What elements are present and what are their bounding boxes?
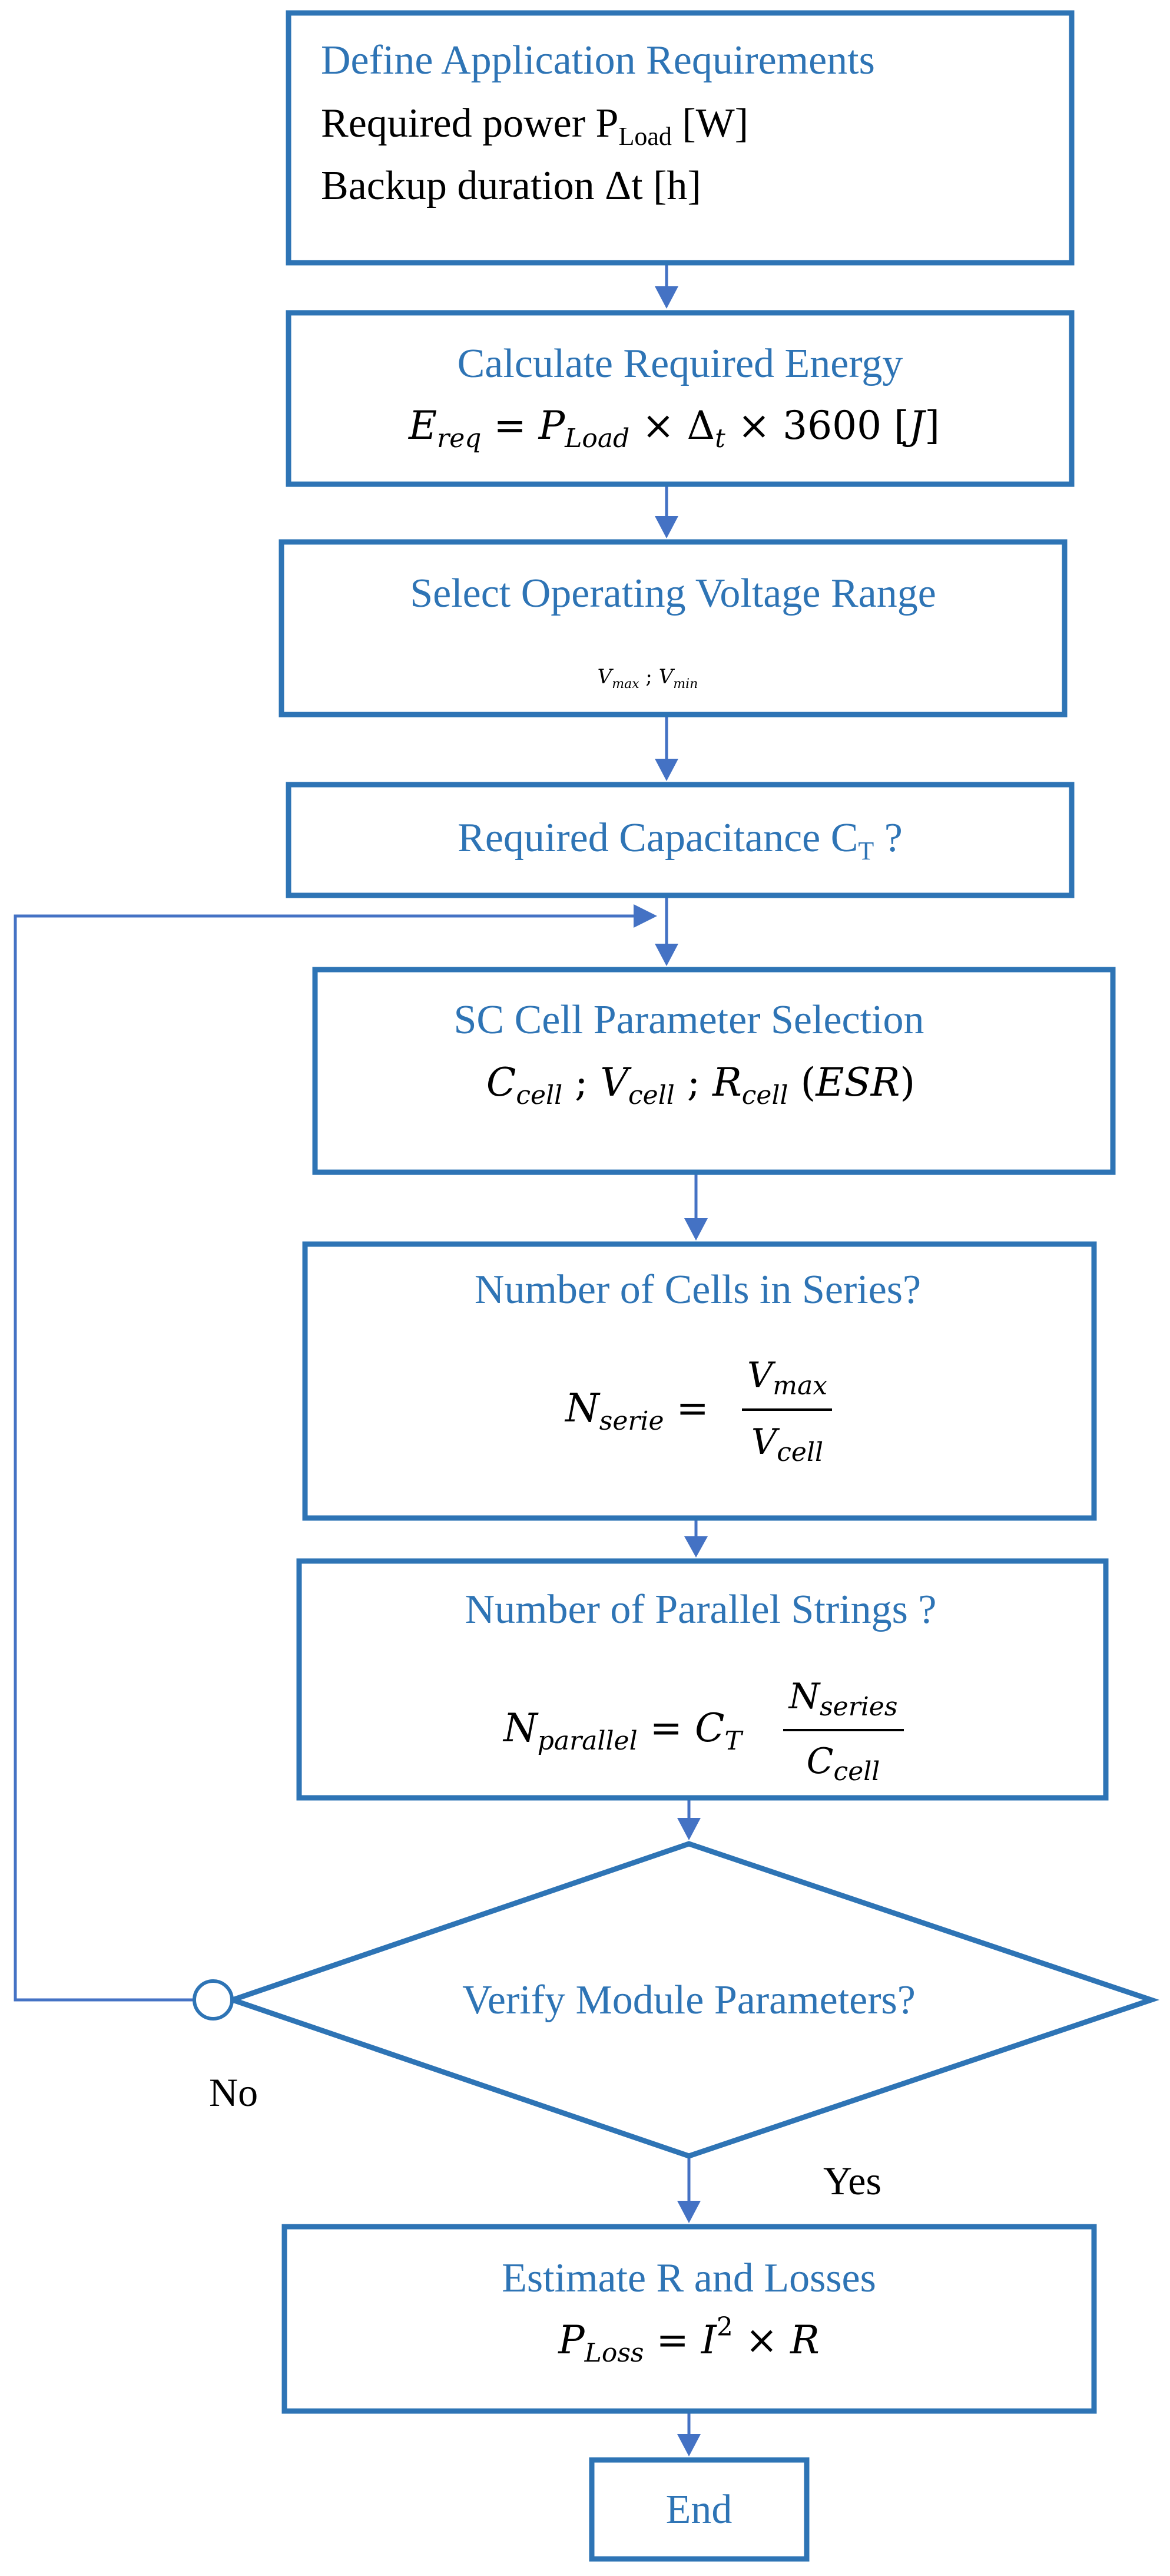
- node-define-requirements: Define Application Requirements Required…: [286, 10, 1075, 266]
- node-estimate-losses: Estimate R and Losses PLoss = I2 × R: [281, 2224, 1097, 2414]
- arrowhead-parallel: [684, 1536, 708, 1557]
- no-branch-node: [193, 1979, 234, 2021]
- node-verify-decision: Verify Module Parameters?: [193, 1841, 1160, 2159]
- node-required-capacitance: Required Capacitance CT ?: [286, 782, 1075, 898]
- arrowhead-voltage: [655, 516, 678, 538]
- parallel-denominator: Ccell: [807, 1741, 880, 1787]
- series-numerator: Vmax: [747, 1355, 827, 1401]
- series-denominator: Vcell: [751, 1421, 823, 1467]
- decision-title: Verify Module Parameters?: [462, 1978, 916, 2023]
- node-title: Calculate Required Energy: [458, 341, 903, 386]
- arrowhead-losses: [677, 2201, 701, 2223]
- arrowhead-no-loop: [634, 904, 657, 928]
- edge-label-yes: Yes: [823, 2158, 881, 2203]
- required-power-line: Required power PLoad [W]: [321, 101, 748, 151]
- node-title: SC Cell Parameter Selection: [454, 997, 924, 1043]
- node-required-energy: Calculate Required Energy Ereq = PLoad ×…: [286, 310, 1075, 487]
- arrowhead-verify: [677, 1818, 701, 1840]
- node-title: Number of Parallel Strings ?: [465, 1587, 937, 1632]
- node-title: Required Capacitance CT ?: [458, 815, 903, 865]
- node-title: Estimate R and Losses: [502, 2256, 876, 2301]
- connector-no-loop: [14, 914, 636, 2002]
- backup-duration-line: Backup duration Δt [h]: [321, 163, 701, 209]
- arrowhead-end: [677, 2434, 701, 2456]
- node-parallel-strings: Number of Parallel Strings ? Nparallel =…: [296, 1558, 1109, 1801]
- node-title: End: [666, 2487, 733, 2532]
- energy-formula: Ereq = PLoad × Δt × 3600 [J]: [408, 403, 940, 454]
- series-formula-lhs: Nserie =: [564, 1385, 709, 1436]
- parallel-numerator: Nseries: [788, 1676, 898, 1722]
- parallel-formula-lhs: Nparallel = CT: [502, 1705, 744, 1756]
- node-voltage-range: Select Operating Voltage Range Vmax ; Vm…: [279, 539, 1068, 717]
- losses-formula: PLoss = I2 × R: [558, 2312, 820, 2368]
- node-title: Number of Cells in Series?: [475, 1267, 921, 1312]
- connectors: [14, 263, 708, 2456]
- cell-parameters-formula: Ccell ; Vcell ; Rcell (ESR): [486, 1060, 915, 1110]
- node-cell-parameters: SC Cell Parameter Selection Ccell ; Vcel…: [312, 967, 1116, 1175]
- arrowhead-energy: [655, 286, 678, 309]
- voltage-range-values: Vmax ; Vmin: [598, 665, 698, 692]
- node-title: Select Operating Voltage Range: [410, 571, 936, 616]
- edge-label-no: No: [209, 2070, 258, 2115]
- arrowhead-series: [684, 1218, 708, 1241]
- node-title: Define Application Requirements: [321, 38, 875, 83]
- node-end: End: [589, 2457, 810, 2562]
- node-cells-in-series: Number of Cells in Series? Nserie = Vmax…: [302, 1241, 1097, 1521]
- arrowhead-capacitance: [655, 759, 678, 781]
- arrowhead-cell: [655, 944, 678, 966]
